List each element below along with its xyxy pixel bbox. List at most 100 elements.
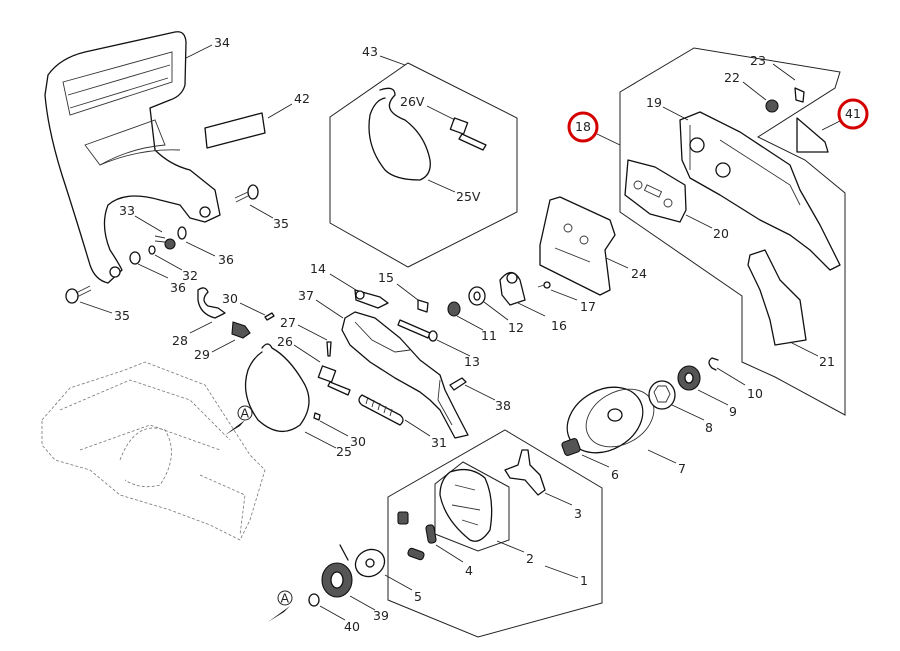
callout-35-upper: 35 bbox=[273, 216, 289, 231]
bushing-part-32 bbox=[148, 245, 156, 255]
spring-holder-part-14 bbox=[354, 289, 389, 309]
callout-6: 6 bbox=[611, 467, 619, 482]
clutch-shoes-part-2 bbox=[439, 468, 493, 542]
brake-link-part-26 bbox=[317, 365, 351, 396]
screw-part-35-lower bbox=[65, 285, 92, 304]
callout-9: 9 bbox=[729, 404, 737, 419]
callout-40: 40 bbox=[344, 619, 360, 634]
callout-31: 31 bbox=[431, 435, 447, 450]
chain-catcher-part-21 bbox=[747, 249, 807, 346]
callout-36-upper: 36 bbox=[218, 252, 234, 267]
nut-part-22 bbox=[765, 99, 779, 113]
group-outline-1 bbox=[387, 429, 603, 638]
brake-band-part-25V bbox=[368, 87, 431, 181]
sprocket-rim-part-8 bbox=[648, 380, 676, 410]
callout-38: 38 bbox=[495, 398, 511, 413]
reference-marker-label: A bbox=[281, 591, 290, 606]
screw-part-35-upper bbox=[234, 184, 259, 203]
clip-part-23 bbox=[794, 87, 805, 103]
callout-28: 28 bbox=[172, 333, 188, 348]
bolt-part-33 bbox=[154, 235, 176, 250]
reference-marker-a-upper: A bbox=[225, 405, 253, 435]
reference-marker-a-lower: A bbox=[268, 590, 293, 622]
callout-36-lower: 36 bbox=[170, 280, 186, 295]
decal-part-41 bbox=[796, 117, 829, 153]
brake-bracket-part-28 bbox=[197, 287, 226, 319]
circlip-part-10 bbox=[708, 357, 719, 371]
callout-35-lower: 35 bbox=[114, 308, 130, 323]
callout-8: 8 bbox=[705, 420, 713, 435]
sprocket-cover-part-19 bbox=[679, 111, 841, 271]
callout-22: 22 bbox=[724, 70, 740, 85]
callout-15: 15 bbox=[378, 270, 394, 285]
callout-19: 19 bbox=[646, 95, 662, 110]
callout-24: 24 bbox=[631, 266, 647, 281]
highlight-circle-41 bbox=[837, 98, 869, 130]
callout-1: 1 bbox=[580, 573, 588, 588]
pin-part-30-lower bbox=[313, 412, 321, 421]
callout-32: 32 bbox=[182, 268, 198, 283]
screw-part-17 bbox=[537, 281, 551, 289]
callout-29: 29 bbox=[194, 347, 210, 362]
callout-14: 14 bbox=[310, 261, 326, 276]
label-plate-part-42 bbox=[204, 112, 266, 149]
callout-30-lower: 30 bbox=[350, 434, 366, 449]
bracket-part-16 bbox=[499, 271, 526, 306]
clutch-hub-part-3 bbox=[504, 449, 546, 496]
callout-16: 16 bbox=[551, 318, 567, 333]
circlip-part-40 bbox=[308, 593, 320, 607]
springs-part-4 bbox=[397, 511, 437, 561]
callout-39: 39 bbox=[373, 608, 389, 623]
brake-band-part-25 bbox=[244, 343, 310, 432]
pin-part-30-upper bbox=[264, 312, 275, 321]
washer-part-36-lower bbox=[129, 251, 141, 265]
callout-10: 10 bbox=[747, 386, 763, 401]
needle-bearing-part-6 bbox=[561, 437, 581, 457]
callout-34: 34 bbox=[214, 35, 230, 50]
callout-2: 2 bbox=[526, 551, 534, 566]
callout-43: 43 bbox=[362, 44, 378, 59]
spring-part-31 bbox=[358, 394, 404, 426]
callout-23: 23 bbox=[750, 53, 766, 68]
callout-37: 37 bbox=[298, 288, 314, 303]
group-outline-2 bbox=[434, 461, 510, 552]
nut-part-11 bbox=[447, 301, 461, 317]
callout-30-upper: 30 bbox=[222, 291, 238, 306]
callout-25V: 25V bbox=[456, 189, 481, 204]
callout-5: 5 bbox=[414, 589, 422, 604]
brake-link-part-26V bbox=[449, 117, 487, 151]
crankcase-reference bbox=[41, 361, 266, 541]
callout-26V: 26V bbox=[400, 94, 425, 109]
callout-17: 17 bbox=[580, 299, 596, 314]
callout-3: 3 bbox=[574, 506, 582, 521]
callout-26: 26 bbox=[277, 334, 293, 349]
guide-plate-part-24 bbox=[539, 196, 616, 296]
callout-41: 41 bbox=[845, 106, 861, 121]
callout-11: 11 bbox=[481, 328, 497, 343]
washer-part-9 bbox=[677, 365, 701, 391]
callout-7: 7 bbox=[678, 461, 686, 476]
group-outline-43 bbox=[329, 62, 518, 268]
washer-part-36-upper bbox=[177, 226, 187, 240]
callout-42: 42 bbox=[294, 91, 310, 106]
callout-4: 4 bbox=[465, 563, 473, 578]
reference-marker-label: A bbox=[241, 406, 250, 421]
screw-part-38 bbox=[449, 377, 467, 391]
clip-part-15 bbox=[417, 299, 429, 313]
callout-27: 27 bbox=[280, 315, 296, 330]
callout-13: 13 bbox=[464, 354, 480, 369]
oil-pump-drive-part-39 bbox=[321, 544, 353, 598]
callout-18: 18 bbox=[575, 119, 591, 134]
brake-lever-part-37 bbox=[341, 311, 469, 439]
washer-part-5 bbox=[354, 548, 386, 578]
callout-12: 12 bbox=[508, 320, 524, 335]
pin-part-27 bbox=[326, 341, 332, 357]
callout-20: 20 bbox=[713, 226, 729, 241]
brake-hub-part-29 bbox=[231, 321, 251, 339]
bolt-part-13 bbox=[397, 319, 438, 342]
highlight-circle-18 bbox=[567, 111, 599, 143]
chain-guide-plate-part-20 bbox=[624, 159, 687, 223]
callout-21: 21 bbox=[819, 354, 835, 369]
